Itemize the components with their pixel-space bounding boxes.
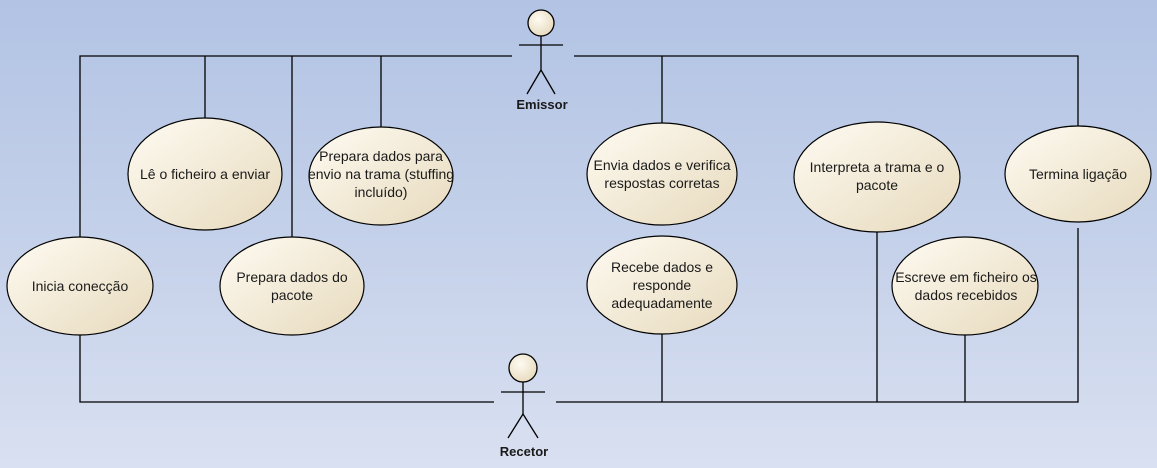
use-case-ellipses xyxy=(6,117,1152,336)
association-line xyxy=(79,55,512,238)
association-line xyxy=(574,55,1079,127)
use-case-termina-ellipse[interactable] xyxy=(1004,125,1152,223)
emissor-actor-icon[interactable] xyxy=(519,9,563,95)
use-case-le-ficheiro-ellipse[interactable] xyxy=(127,117,283,231)
use-case-interpreta-label: Interpreta a trama e o pacote xyxy=(809,159,945,193)
use-case-inicia-ellipse[interactable] xyxy=(6,236,154,336)
use-case-le-ficheiro-label: Lê o ficheiro a enviar xyxy=(140,166,270,182)
use-case-recebe-label: Recebe dados e responde adequadamente xyxy=(611,259,713,311)
emissor-associations xyxy=(79,55,1079,238)
use-case-recebe-ellipse[interactable] xyxy=(586,235,738,335)
use-case-prepara-pacote-label: Prepara dados do pacote xyxy=(236,269,348,303)
association-line xyxy=(556,228,1079,403)
recetor-associations xyxy=(79,228,1079,403)
recetor-label: Recetor xyxy=(499,444,549,459)
use-case-prepara-trama-label: Prepara dados para envio na trama (stuff… xyxy=(307,148,455,200)
association-line xyxy=(79,334,494,403)
use-case-prepara-pacote-ellipse[interactable] xyxy=(219,236,365,336)
recetor-actor-icon[interactable] xyxy=(501,353,545,439)
use-case-envia-ellipse[interactable] xyxy=(586,122,738,226)
use-case-escreve-label: Escreve em ficheiro os dados recebidos xyxy=(895,269,1037,303)
use-case-inicia-label: Inicia conecção xyxy=(31,278,129,294)
use-case-envia-label: Envia dados e verifica respostas correta… xyxy=(593,157,731,191)
use-case-escreve-ellipse[interactable] xyxy=(891,236,1039,336)
use-case-prepara-trama-ellipse[interactable] xyxy=(308,126,454,226)
use-case-termina-label: Termina ligação xyxy=(1028,166,1128,182)
emissor-label: Emissor xyxy=(516,97,568,112)
use-case-interpreta-ellipse[interactable] xyxy=(793,121,961,233)
